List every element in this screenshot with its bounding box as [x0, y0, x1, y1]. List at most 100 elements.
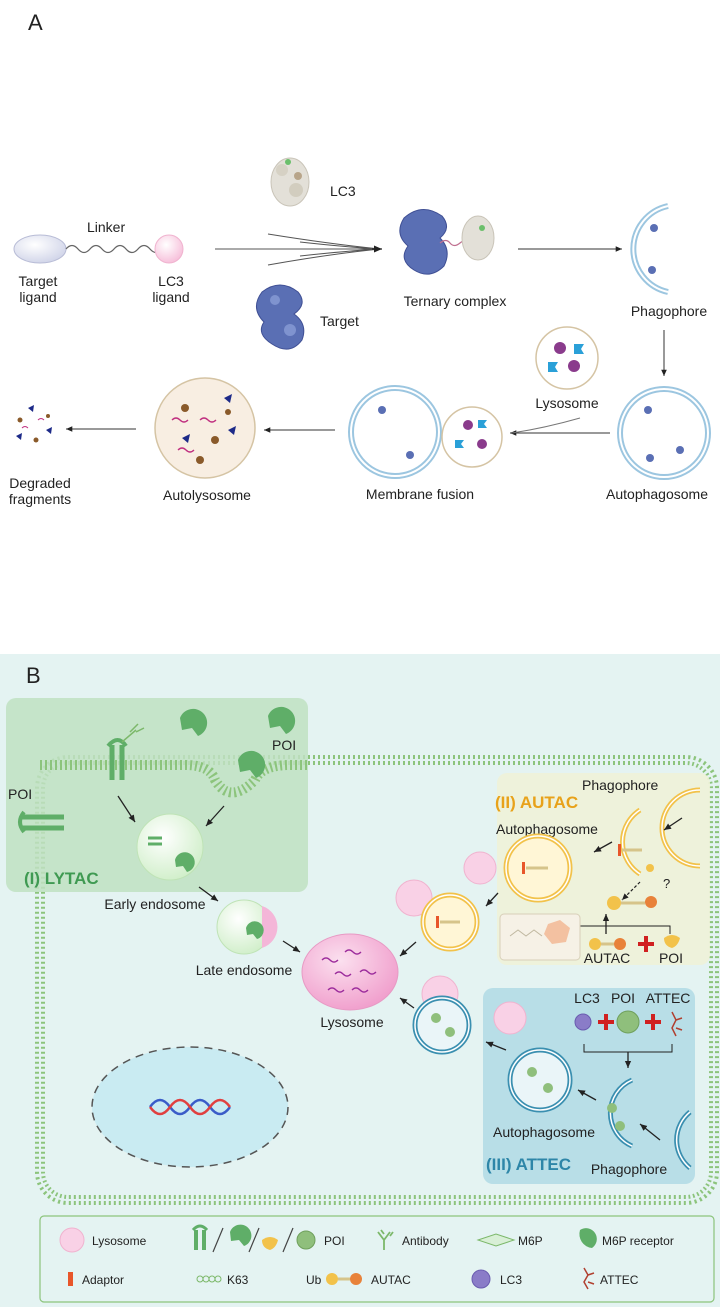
arrow-attec-fusion: [485, 1041, 507, 1051]
lytac-membrane-invagination: [40, 760, 308, 798]
question-mark: ?: [663, 876, 670, 891]
legend-m6p-icon: [476, 1233, 516, 1247]
nucleus-icon: [91, 1046, 289, 1168]
autac-poi-icon: [664, 935, 680, 948]
arrow-autac-to-lysosome: [399, 941, 417, 957]
degraded-fragments-icon: [16, 405, 52, 443]
lytac-title: (I) LYTAC: [24, 869, 99, 888]
autac-poi-complex-icon: [607, 896, 657, 910]
attec-lc3-label: LC3: [574, 990, 600, 1006]
attec-lc3-icon: [574, 1013, 592, 1031]
lysosome-b-label: Lysosome: [320, 1014, 384, 1030]
legend-ub-label: Ub: [306, 1273, 322, 1287]
autac-autolysosome-icon: [395, 879, 480, 952]
legend-lc3-icon: [471, 1269, 491, 1289]
target-ligand-label-2: ligand: [19, 289, 56, 305]
autolysosome-label: Autolysosome: [163, 487, 251, 503]
attec-molecule-icon: [671, 1011, 683, 1037]
autac-structure-image: [499, 913, 581, 961]
lc3-label: LC3: [330, 183, 356, 199]
phagophore-a-label: Phagophore: [631, 303, 708, 319]
arrow-lytac-2: [205, 805, 225, 827]
autac-molecule-icon: [589, 938, 626, 950]
attec-poi-icon: [616, 1010, 640, 1034]
attec-autolysosome-icon: [412, 975, 472, 1055]
arrow-autac-1: [663, 817, 683, 831]
panel-a-label: A: [28, 10, 43, 35]
lc3-protein-icon: [270, 157, 310, 207]
panel-a: A Linker Target ligand LC3 ligand LC3 Ta…: [9, 10, 711, 507]
arrow-autac-fusion: [485, 892, 499, 907]
arrow-lysosome-merge: [511, 417, 581, 434]
autac-autophagosome-label: Autophagosome: [496, 821, 598, 837]
poi-top-1-icon: [180, 708, 208, 736]
membrane-fusion-icon: [348, 385, 503, 479]
autac-label: AUTAC: [584, 950, 630, 966]
arrow-autac-2: [593, 841, 613, 853]
lytac-receptor-icon: [106, 723, 145, 780]
target-ligand-label-1: Target: [19, 273, 58, 289]
target-label: Target: [320, 313, 359, 329]
lytac-box: [6, 698, 308, 892]
autac-plus-icon: [638, 936, 654, 952]
legend-m6p-label: M6P: [518, 1234, 543, 1248]
early-endosome-icon: [136, 813, 204, 881]
poi-top-2-icon: [238, 750, 266, 778]
ternary-complex-icon: [399, 209, 495, 275]
legend-k63-label: K63: [227, 1273, 249, 1287]
autac-autophagosome-icon: [463, 833, 573, 903]
panel-b: B (I) LYTAC POI POI: [0, 654, 720, 1307]
autophagosome-a-icon: [617, 386, 711, 480]
converging-arrows: [215, 233, 381, 266]
autac-phagophore-label: Phagophore: [582, 777, 659, 793]
target-ligand-shape: [13, 234, 67, 264]
legend-poi-label: POI: [324, 1234, 345, 1248]
autolysosome-icon: [154, 377, 256, 479]
attec-autophagosome-label: Autophagosome: [493, 1124, 595, 1140]
poi-top-3-icon: [268, 706, 296, 734]
attec-plus-1-icon: [598, 1014, 614, 1030]
cell-membrane-core: [39, 759, 715, 1201]
attec-phagophore-icon: [674, 1110, 692, 1170]
legend-lysosome-icon: [59, 1227, 85, 1253]
legend-antibody-icon: [377, 1229, 394, 1250]
legend-attec-icon: [583, 1267, 595, 1290]
late-endosome-label: Late endosome: [196, 962, 293, 978]
membrane-fusion-label: Membrane fusion: [366, 486, 474, 502]
arrow-attec-2: [577, 1089, 597, 1101]
legend-adaptor-icon: [68, 1272, 73, 1286]
legend: Lysosome POI Antibody M6P M6P receptor A…: [39, 1215, 715, 1303]
arrow-autac-dotted: [621, 881, 641, 901]
degraded-label-2: fragments: [9, 491, 71, 507]
legend-poi-icons: [191, 1224, 316, 1253]
arrow-attec-to-lysosome: [399, 997, 415, 1009]
degraded-label-1: Degraded: [9, 475, 71, 491]
lysosome-a-label: Lysosome: [535, 395, 599, 411]
panel-b-label: B: [26, 663, 41, 688]
arrow-attec-1: [639, 1123, 661, 1141]
attec-attec-label: ATTEC: [646, 990, 691, 1006]
attec-poi-label: POI: [611, 990, 635, 1006]
late-endosome-icon: [216, 899, 278, 955]
legend-antibody-label: Antibody: [402, 1234, 449, 1248]
legend-adaptor-label: Adaptor: [82, 1273, 124, 1287]
attec-autophagosome-icon: [493, 1001, 573, 1113]
attec-phagophore-label: Phagophore: [591, 1161, 668, 1177]
autac-title: (II) AUTAC: [495, 793, 578, 812]
attec-title: (III) ATTEC: [486, 1155, 571, 1174]
target-protein-icon: [256, 284, 305, 350]
legend-m6p-receptor-label: M6P receptor: [602, 1234, 674, 1248]
arrow-lytac-1: [117, 795, 136, 823]
autac-phagophore-icon: [659, 787, 701, 869]
poi-left-receptor-icon: [18, 810, 64, 834]
legend-k63-icon: [196, 1275, 222, 1283]
early-endosome-label: Early endosome: [104, 896, 205, 912]
legend-lysosome-label: Lysosome: [92, 1234, 147, 1248]
poi-left-label: POI: [8, 786, 32, 802]
legend-lc3-label: LC3: [500, 1273, 522, 1287]
arrow-to-lysosome-b: [282, 940, 301, 953]
lysosome-b-icon: [301, 933, 399, 1011]
attec-phagophore-2-icon: [607, 1077, 634, 1149]
autophagosome-a-label: Autophagosome: [606, 486, 708, 502]
